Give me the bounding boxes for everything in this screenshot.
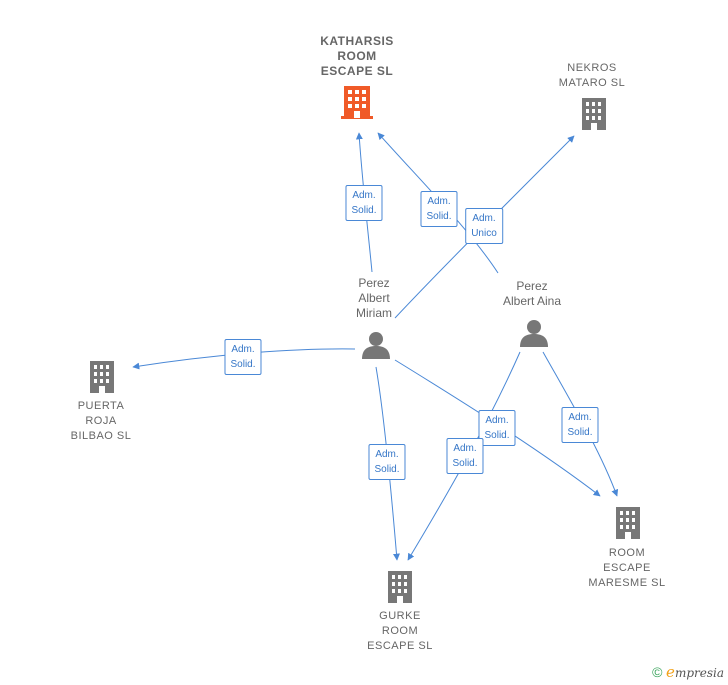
company-label-gurke[interactable]: GURKE ROOM ESCAPE SL (367, 610, 433, 652)
person-label-aina[interactable]: Perez Albert Aina (502, 279, 562, 308)
building-icon[interactable] (341, 86, 373, 119)
brand-logo-e: e (666, 663, 675, 681)
brand-name: mpresia (674, 666, 724, 680)
relation-label[interactable]: Adm. Solid. (420, 191, 458, 227)
copyright-icon: © (652, 664, 663, 680)
building-icon[interactable] (616, 507, 640, 539)
relation-label[interactable]: Adm. Solid. (478, 410, 516, 446)
person-icon[interactable] (520, 320, 548, 347)
building-icon[interactable] (90, 361, 114, 393)
relation-label[interactable]: Adm. Solid. (561, 407, 599, 443)
person-label-miriam[interactable]: Perez Albert Miriam (356, 276, 392, 320)
company-label-maresme[interactable]: ROOM ESCAPE MARESME SL (588, 547, 666, 589)
relation-label[interactable]: Adm. Solid. (224, 339, 262, 375)
person-icon[interactable] (362, 332, 390, 359)
footer-brand: © empresia (652, 663, 724, 681)
company-label-nekros[interactable]: NEKROS MATARO SL (558, 62, 626, 89)
relation-label[interactable]: Adm. Solid. (368, 444, 406, 480)
relation-label[interactable]: Adm. Solid. (446, 438, 484, 474)
relation-label[interactable]: Adm. Unico (465, 208, 503, 244)
building-icon[interactable] (388, 571, 412, 603)
relation-label[interactable]: Adm. Solid. (345, 185, 383, 221)
company-label-katharsis[interactable]: KATHARSIS ROOM ESCAPE SL (320, 34, 394, 78)
company-label-puerta[interactable]: PUERTA ROJA BILBAO SL (70, 400, 132, 442)
building-icon[interactable] (582, 98, 606, 130)
